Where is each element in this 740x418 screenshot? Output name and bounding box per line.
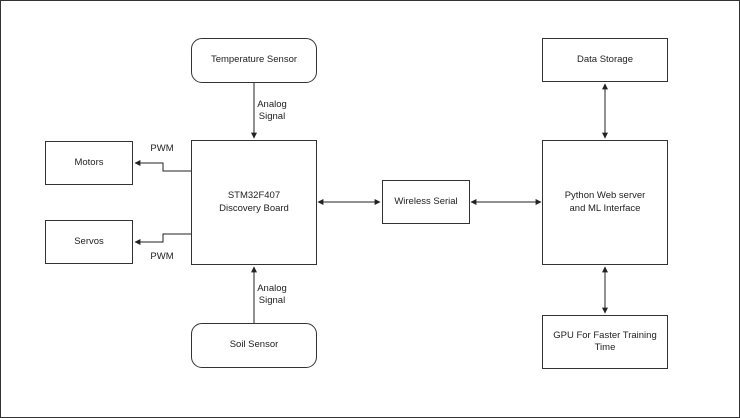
node-stm32-board-label: STM32F407 Discovery Board (219, 190, 289, 214)
node-temperature-sensor: Temperature Sensor (191, 38, 317, 83)
node-soil-sensor-label: Soil Sensor (229, 339, 279, 351)
node-gpu-label: GPU For Faster Training Time (553, 329, 657, 353)
edge-stm32-to-servos (134, 233, 191, 245)
node-wireless-serial-label: Wireless Serial (394, 195, 458, 207)
node-python-server: Python Web server and ML Interface (542, 140, 668, 265)
node-python-server-label: Python Web server and ML Interface (564, 190, 646, 214)
node-servos-label: Servos (74, 235, 104, 247)
node-motors-label: Motors (74, 156, 104, 168)
node-wireless-serial: Wireless Serial (382, 180, 470, 224)
edge-label-servos-pwm: PWM (148, 251, 176, 264)
node-motors: Motors (45, 141, 133, 185)
node-soil-sensor: Soil Sensor (191, 323, 317, 368)
edge-label-soil-analog-signal: Analog Signal (255, 283, 289, 308)
node-temperature-sensor-label: Temperature Sensor (210, 54, 298, 66)
edge-label-temp-analog-signal: Analog Signal (255, 99, 289, 124)
node-servos: Servos (45, 220, 133, 264)
node-data-storage: Data Storage (542, 38, 668, 82)
edge-stm32-to-motors (134, 160, 191, 172)
node-gpu: GPU For Faster Training Time (542, 315, 668, 369)
node-stm32-board: STM32F407 Discovery Board (191, 140, 317, 265)
edge-label-motors-pwm: PWM (148, 143, 176, 156)
node-data-storage-label: Data Storage (577, 53, 633, 65)
